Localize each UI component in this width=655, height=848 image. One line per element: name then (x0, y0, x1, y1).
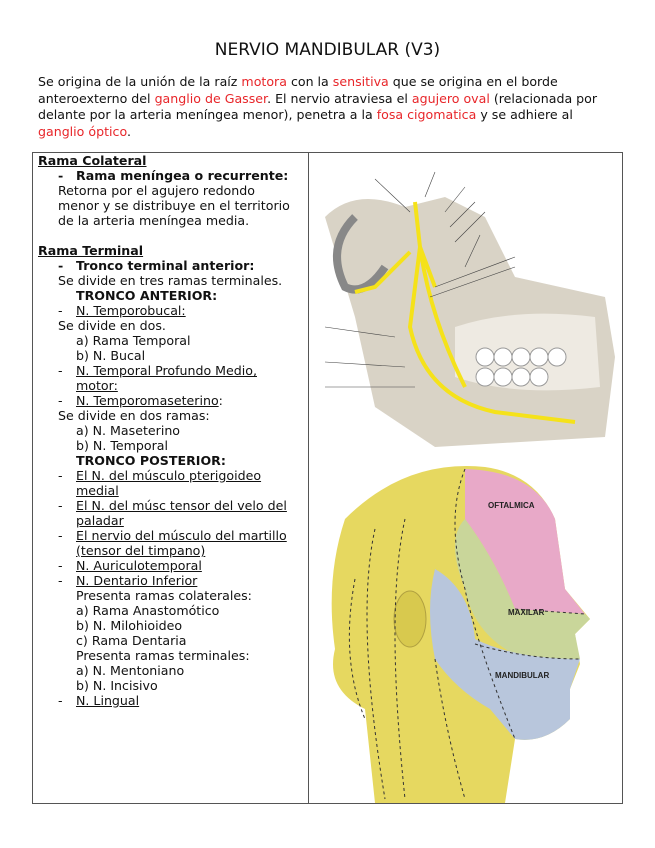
desc-line: Retorna por el agujero redondo (58, 183, 255, 198)
list-item: c) Rama Dentaria (76, 633, 187, 648)
text-line: Presenta ramas terminales: (76, 648, 250, 663)
list-item: b) N. Temporal (76, 438, 168, 453)
list-item: a) Rama Temporal (76, 333, 191, 348)
auriculotemporal: N. Auriculotemporal (76, 558, 202, 573)
tronco-anterior: TRONCO ANTERIOR: (76, 288, 218, 303)
highlighted-term: ganglio de Gasser (154, 90, 268, 106)
intro-text: Se origina de la unión de la raíz (38, 74, 242, 89)
martillo-cont: (tensor del timpano) (76, 543, 206, 558)
list-item: a) Rama Anastomótico (76, 603, 220, 618)
column-divider (308, 153, 309, 803)
tronco-posterior: TRONCO POSTERIOR: (76, 453, 226, 468)
text-line: Se divide en dos ramas: (58, 408, 210, 423)
content-table: Rama Colateral -Rama meníngea o recurren… (32, 152, 623, 804)
intro-text: con la (286, 74, 333, 89)
text-line: Se divide en dos. (58, 318, 166, 333)
pterigoideo-cont: medial (76, 483, 119, 498)
highlighted-term: motora (241, 74, 287, 89)
intro-text: y se adhiere al (476, 107, 573, 122)
label-maxilar: MAXILAR (508, 608, 545, 617)
trigeminal-dermatome-head-image: OFTALMICA MAXILAR MANDIBULAR (315, 459, 604, 803)
text-line: Se divide en tres ramas terminales. (58, 273, 283, 288)
mandibular-nerve-anatomy-image (315, 157, 620, 451)
text-line: Presenta ramas colaterales: (76, 588, 252, 603)
list-item: a) N. Maseterino (76, 423, 181, 438)
heading-rama-terminal: Rama Terminal (38, 243, 144, 258)
desc-line: menor y se distribuye en el territorio (58, 198, 290, 213)
martillo: El nervio del músculo del martillo (76, 528, 287, 543)
list-item: b) N. Incisivo (76, 678, 158, 693)
intro-text: . El nervio atraviesa el (267, 90, 412, 106)
label-mandibular: MANDIBULAR (495, 671, 549, 680)
highlighted-term: sensitiva (332, 74, 389, 89)
tensor-velo: El N. del músc tensor del velo del (76, 498, 287, 513)
page-title: NERVIO MANDIBULAR (V3) (214, 40, 441, 60)
intro-text: . (126, 123, 131, 139)
highlighted-term: ganglio óptico (38, 123, 127, 139)
link-temporobucal: N. Temporobucal: (76, 303, 186, 318)
intro-paragraph: Se origina de la unión de la raíz motora… (38, 74, 618, 140)
heading-rama-colateral: Rama Colateral (38, 153, 147, 168)
intro-text: que se origina en el borde anteroexterno… (38, 74, 558, 106)
desc-line: de la arteria meníngea media. (58, 213, 250, 228)
pterigoideo: El N. del músculo pterigoideo (76, 468, 262, 483)
highlighted-term: agujero oval (411, 90, 490, 106)
rama-meningea: Rama meníngea o recurrente: (76, 168, 289, 183)
lingual: N. Lingual (76, 693, 140, 708)
list-item: b) N. Milohioideo (76, 618, 183, 633)
temporal-profundo: N. Temporal Profundo Medio, (76, 363, 257, 378)
dentario-inferior: N. Dentario Inferior (76, 573, 198, 588)
list-item: b) N. Bucal (76, 348, 146, 363)
temporal-profundo-cont: motor: (76, 378, 118, 393)
highlighted-term: fosa cigomatica (376, 107, 477, 122)
tensor-velo-cont: paladar (76, 513, 124, 528)
temporomaseterino: N. Temporomaseterino (76, 393, 219, 408)
intro-text: (relacionada por delante por la arteria … (38, 90, 598, 123)
label-oftalmica: OFTALMICA (488, 501, 535, 510)
left-column: Rama Colateral -Rama meníngea o recurren… (38, 153, 304, 708)
tronco-terminal: Tronco terminal anterior: (76, 258, 255, 273)
list-item: a) N. Mentoniano (76, 663, 185, 678)
